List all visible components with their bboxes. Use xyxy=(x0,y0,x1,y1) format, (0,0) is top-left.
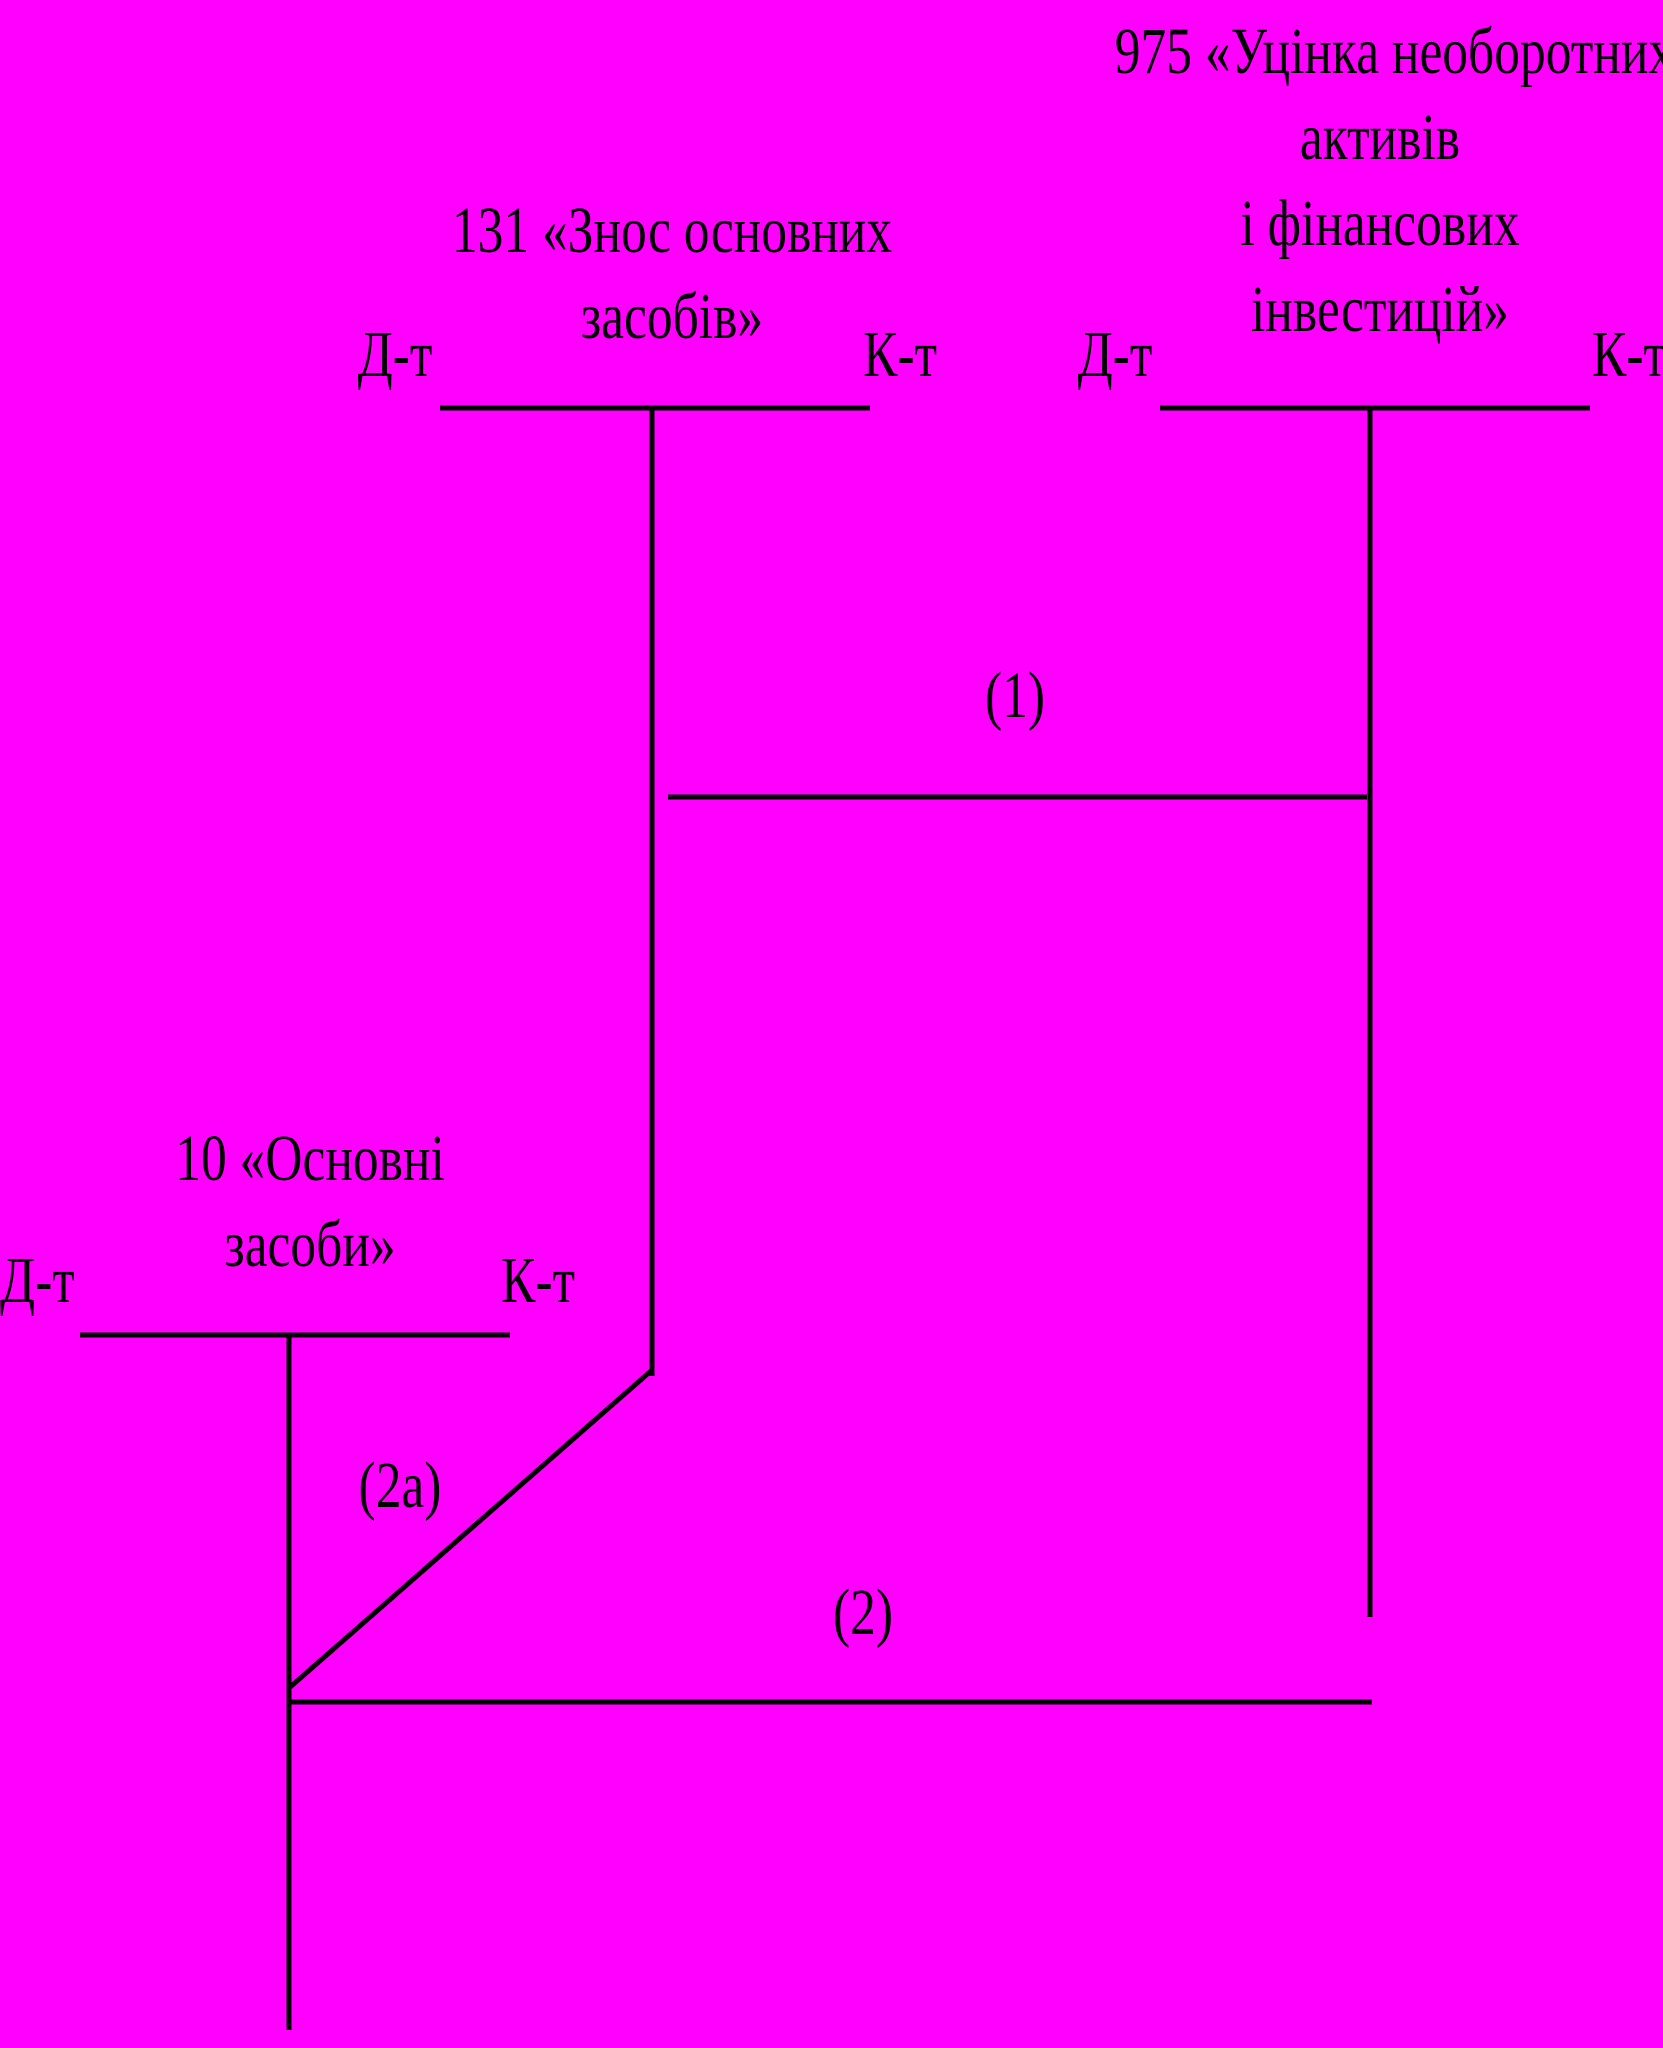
entry-1-label: (1) xyxy=(984,659,1046,732)
entry-2a-connector xyxy=(287,1368,654,1690)
acc975-title-line-3: і фінансових xyxy=(1240,187,1520,260)
acc10-credit-label: К-т xyxy=(501,1244,575,1317)
acc131-debit-label: Д-т xyxy=(357,318,433,391)
acc131-title-line-2: засобів» xyxy=(580,280,764,353)
acc975-title-line-4: інвестицій» xyxy=(1250,273,1510,346)
acc10-title: 10 «Основні засоби» xyxy=(154,1116,466,1288)
entry-2a-label: (2а) xyxy=(358,1449,442,1522)
acc131-credit-label: К-т xyxy=(863,318,937,391)
acc10-title-line-2: засоби» xyxy=(224,1208,396,1281)
acc975-debit-label: Д-т xyxy=(1077,318,1153,391)
acc975-title: 975 «Уцінка необоротних активів і фінанс… xyxy=(1114,9,1663,353)
acc975-credit-label: К-т xyxy=(1592,318,1663,391)
entry-2-label: (2) xyxy=(832,1576,894,1649)
acc975-title-line-2: активів xyxy=(1299,101,1461,174)
acc131-title-line-1: 131 «Знос основних xyxy=(451,194,893,267)
acc131-title: 131 «Знос основних засобів» xyxy=(438,188,906,360)
acc975-title-line-1: 975 «Уцінка необоротних xyxy=(1114,15,1663,88)
acc10-debit-label: Д-т xyxy=(0,1244,75,1317)
acc10-title-line-1: 10 «Основні xyxy=(175,1122,445,1195)
